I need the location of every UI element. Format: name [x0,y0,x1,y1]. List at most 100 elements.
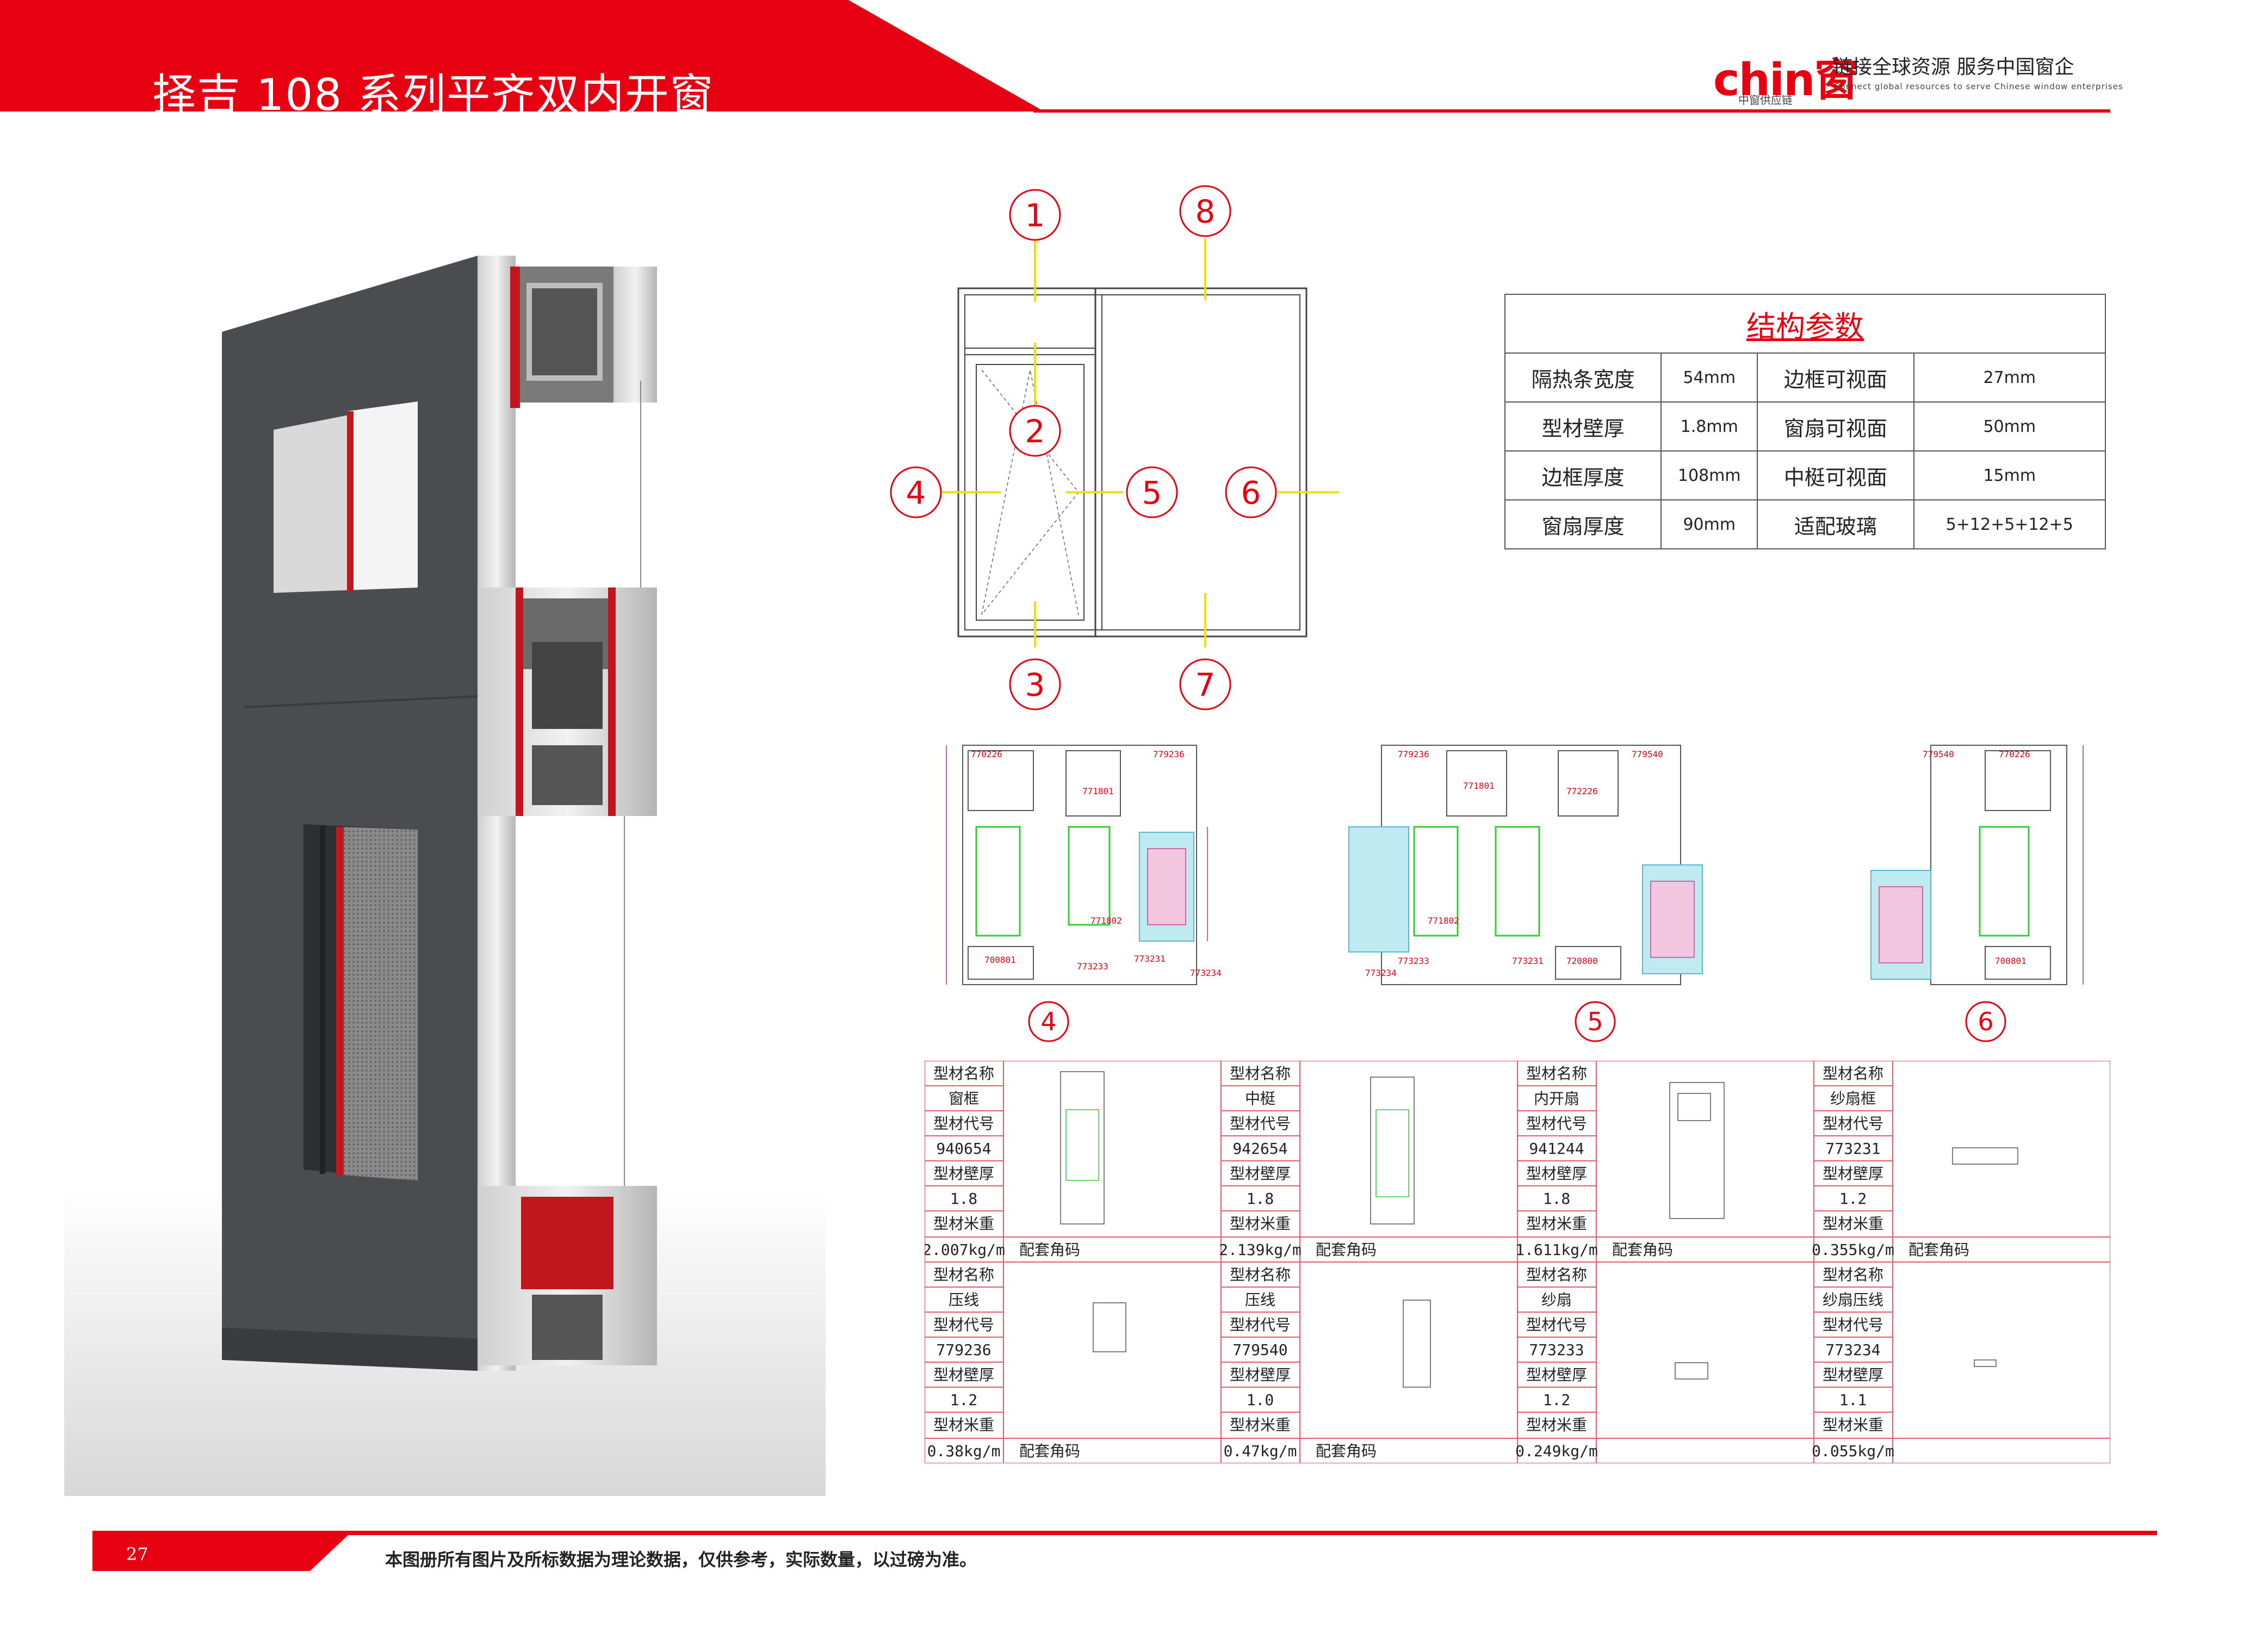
spec-name: 纱扇 [1541,1291,1572,1309]
spec-code: 942654 [1232,1140,1287,1158]
spec-label: 型材米重 [1823,1215,1883,1233]
spec-wall: 1.8 [950,1190,978,1208]
spec-label: 型材代号 [933,1316,994,1334]
spec-label: 型材代号 [1526,1316,1587,1334]
spec-weight: 0.055kg/m [1812,1442,1894,1460]
profile-spec-table: 型材名称 窗框 型材代号 940654 型材壁厚 1.8 型材米重 2.007k… [925,1061,2110,1463]
code-label: 779236 [1153,749,1185,759]
section-6-drawing: 779540 770226 700801 [1870,745,2084,985]
section-4-drawing: 770226 779236 771801 771802 700801 77323… [946,745,1222,985]
spec-wall: 1.2 [950,1391,978,1409]
disclaimer: 本图册所有图片及所标数据为理论数据，仅供参考，实际数量，以过磅为准。 [385,1549,977,1570]
spec-label: 型材名称 [1230,1266,1291,1284]
spec-label: 型材代号 [1823,1316,1883,1334]
spec-code: 773234 [1825,1341,1880,1359]
spec-label: 型材米重 [1823,1416,1883,1434]
spec-weight: 2.139kg/m [1219,1241,1302,1259]
code-label: 773234 [1365,968,1397,978]
spec-wall: 1.8 [1543,1190,1571,1208]
code-label: 770226 [1999,749,2030,759]
section-label-5: 5 [1587,1007,1603,1036]
spec-label: 型材壁厚 [1230,1165,1291,1183]
page-number: 27 [126,1544,148,1564]
code-label: 770226 [971,749,1002,759]
code-label: 720800 [1566,956,1598,966]
spec-wall: 1.2 [1839,1190,1867,1208]
spec-label: 型材名称 [1823,1065,1883,1083]
code-label: 779540 [1632,749,1663,759]
param-value: 5+12+5+12+5 [1913,499,2106,549]
logo-wordmark: chin窗 [1713,54,1858,106]
spec-corner: 配套角码 [1316,1442,1377,1460]
code-label: 772226 [1566,786,1598,796]
window-profile-render [64,256,826,1496]
spec-code: 941244 [1529,1140,1584,1158]
marker-2: 2 [1025,413,1045,450]
spec-label: 型材壁厚 [933,1165,994,1183]
param-label: 隔热条宽度 [1504,352,1662,403]
param-value: 90mm [1660,499,1758,549]
code-label: 779236 [1398,749,1429,759]
code-label: 773233 [1398,956,1429,966]
logo-subtitle: 中窗供应链 [1738,94,1793,107]
code-label: 771802 [1428,916,1459,926]
spec-label: 型材代号 [1230,1115,1291,1133]
code-label: 773233 [1077,961,1108,972]
code-label: 773234 [1190,968,1222,978]
spec-wall: 1.2 [1543,1391,1571,1409]
spec-weight: 0.355kg/m [1812,1241,1894,1259]
slogan-english: Connect global resources to serve Chines… [1834,82,2123,91]
param-label: 边框厚度 [1504,450,1662,500]
marker-3: 3 [1025,666,1045,703]
spec-wall: 1.0 [1247,1391,1274,1409]
param-label: 窗扇可视面 [1757,401,1914,452]
slogan: 链接全球资源 服务中国窗企 [1833,56,2074,78]
marker-6: 6 [1241,474,1261,511]
spec-label: 型材米重 [933,1215,994,1233]
spec-label: 型材代号 [1823,1115,1883,1133]
section-label-4: 4 [1040,1007,1056,1036]
spec-name: 压线 [949,1291,979,1309]
spec-code: 779540 [1232,1341,1287,1359]
table-row: 窗扇厚度 90mm 适配玻璃 5+12+5+12+5 [1504,499,2106,549]
code-label: 771801 [1463,781,1495,791]
spec-name: 中梃 [1245,1090,1275,1108]
param-value: 54mm [1660,352,1758,403]
param-value: 27mm [1913,352,2106,403]
table-row: 边框厚度 108mm 中梃可视面 15mm [1504,450,2106,500]
spec-label: 型材壁厚 [1823,1366,1883,1384]
param-value: 108mm [1660,450,1758,500]
spec-label: 型材米重 [1230,1215,1291,1233]
param-label: 中梃可视面 [1757,450,1914,500]
spec-label: 型材名称 [933,1266,994,1284]
header-banner [0,0,2110,113]
spec-label: 型材代号 [933,1115,994,1133]
spec-weight: 0.249kg/m [1515,1442,1598,1460]
page-title: 择吉 108 系列平齐双内开窗 [152,70,715,120]
spec-label: 型材名称 [933,1065,994,1083]
spec-label: 型材米重 [1526,1416,1587,1434]
spec-corner: 配套角码 [1316,1241,1377,1259]
params-title: 结构参数 [1504,294,2106,354]
spec-label: 型材代号 [1230,1316,1291,1334]
spec-weight: 2.007kg/m [925,1241,1005,1259]
brand-logo: chin窗 中窗供应链 链接全球资源 服务中国窗企 Connect global… [1713,49,2268,109]
spec-label: 型材名称 [1526,1266,1587,1284]
param-label: 窗扇厚度 [1504,499,1662,549]
code-label: 773231 [1512,956,1544,966]
section-5-drawing: 779236 771801 772226 779540 771802 77323… [1348,745,1703,985]
spec-label: 型材名称 [1823,1266,1883,1284]
table-row: 隔热条宽度 54mm 边框可视面 27mm [1504,352,2106,403]
spec-wall: 1.8 [1247,1190,1274,1208]
code-label: 773231 [1134,954,1166,964]
spec-name: 窗框 [949,1090,979,1108]
param-value: 50mm [1913,401,2106,452]
spec-label: 型材壁厚 [1230,1366,1291,1384]
code-label: 771801 [1082,786,1114,796]
spec-wall: 1.1 [1839,1391,1867,1409]
code-label: 771802 [1090,916,1122,926]
spec-name: 压线 [1245,1291,1275,1309]
spec-corner: 配套角码 [1908,1241,1969,1259]
spec-corner: 配套角码 [1019,1442,1080,1460]
spec-weight: 0.47kg/m [1224,1442,1297,1460]
